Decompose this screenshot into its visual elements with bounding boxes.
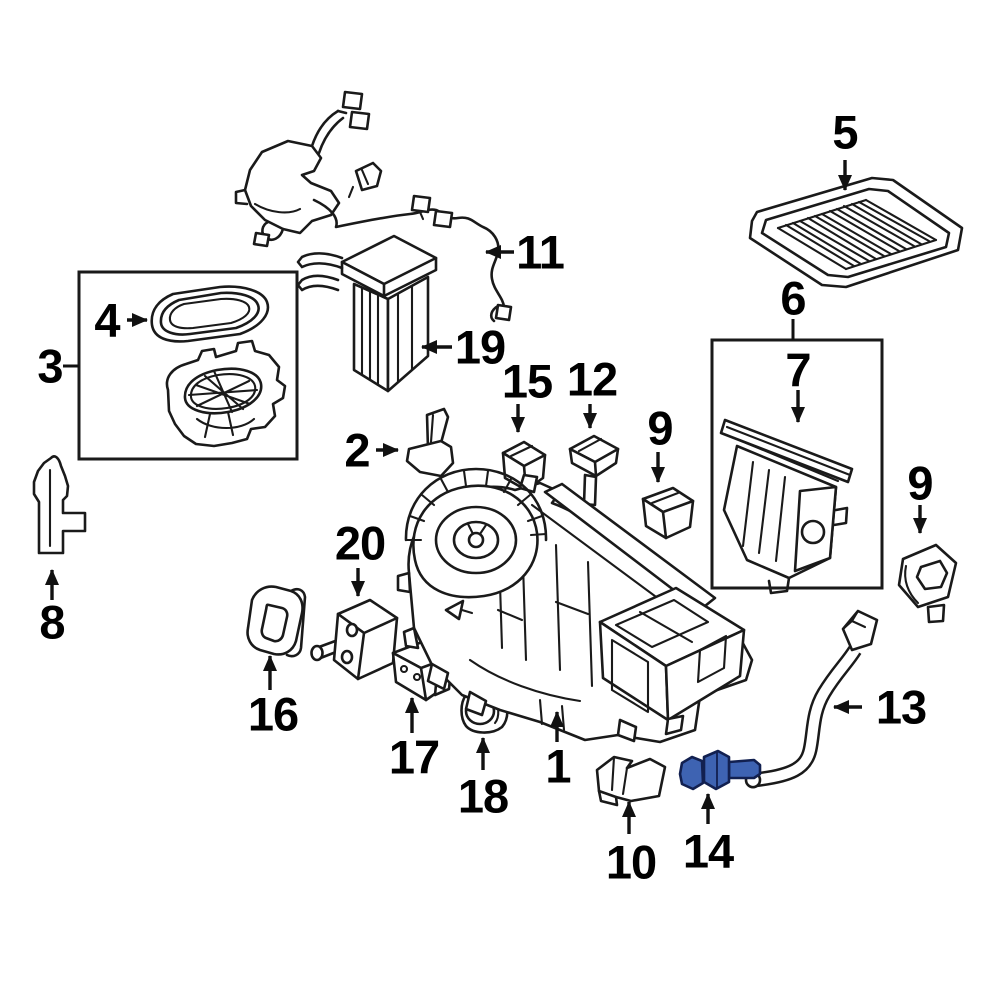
part-label-2: 2 <box>344 423 370 477</box>
part-label-13: 13 <box>875 680 927 734</box>
part-label-6: 6 <box>780 271 806 325</box>
part-14-highlighted-fitting-drawing <box>678 749 762 791</box>
part-9-right-bracket-drawing <box>897 543 958 624</box>
part-16-gasket-drawing <box>246 585 307 658</box>
part-2-bracket-drawing <box>405 407 455 478</box>
part-19-heater-core-drawing <box>296 234 438 393</box>
part-5-filter-drawing <box>748 176 964 289</box>
part-12-stud-drawing <box>568 434 620 507</box>
part-label-9-center: 9 <box>647 401 673 455</box>
part-1-hvac-housing-drawing <box>396 467 754 744</box>
part-9-center-clip-drawing <box>641 486 695 540</box>
part-10-bracket-drawing <box>595 755 667 807</box>
part-8-bracket-drawing <box>32 455 87 555</box>
callout-arrows <box>45 160 927 834</box>
part-label-20: 20 <box>334 516 386 570</box>
part-label-16: 16 <box>247 687 299 741</box>
part-label-14: 14 <box>682 824 734 878</box>
part-label-9-right: 9 <box>907 456 933 510</box>
part-4-seal-drawing <box>150 285 270 343</box>
part-3-housing-drawing <box>165 339 287 448</box>
part-label-1: 1 <box>545 739 571 793</box>
part-label-4: 4 <box>94 293 120 347</box>
part-7-inlet-duct-drawing <box>719 418 854 595</box>
part-label-12: 12 <box>566 352 618 406</box>
part-label-11: 11 <box>516 225 565 279</box>
part-label-5: 5 <box>832 105 858 159</box>
part-20-actuator-drawing <box>310 598 399 681</box>
part-label-3: 3 <box>37 339 63 393</box>
part-label-17: 17 <box>388 730 440 784</box>
part-label-15: 15 <box>501 354 553 408</box>
part-11-wiring-harness-drawing <box>234 90 513 323</box>
part-13-hose-drawing <box>744 609 879 789</box>
part-label-19: 19 <box>454 320 506 374</box>
part-label-18: 18 <box>457 769 509 823</box>
part-label-8: 8 <box>39 595 65 649</box>
part-label-7: 7 <box>785 343 811 397</box>
group-box-part-6 <box>710 338 884 590</box>
part-label-10: 10 <box>605 835 657 889</box>
